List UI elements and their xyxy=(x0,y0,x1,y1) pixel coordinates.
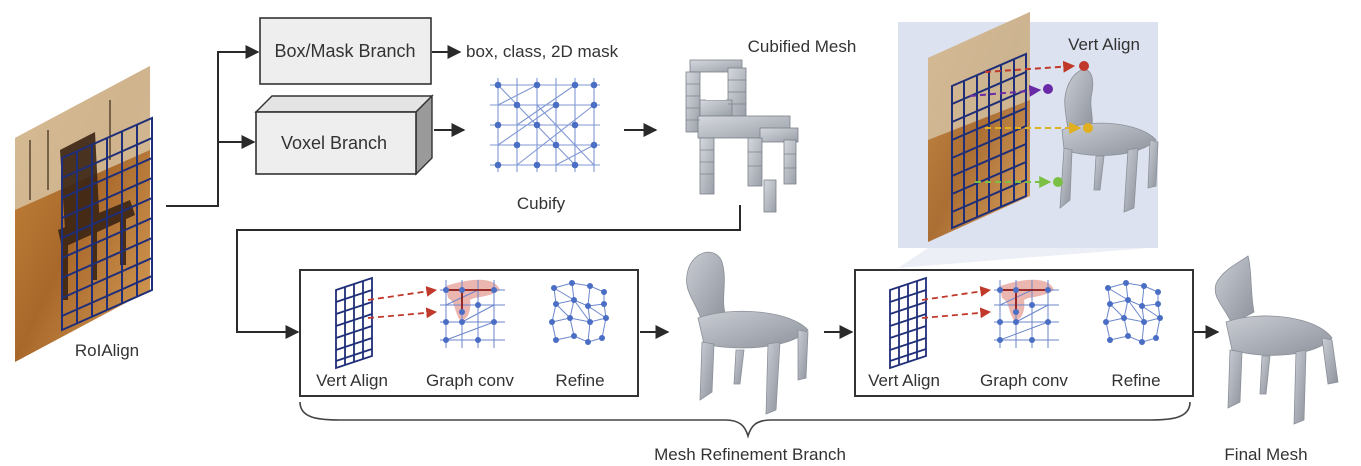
stage1-graph-conv-label: Graph conv xyxy=(426,371,514,390)
stage1-refine-label: Refine xyxy=(555,371,604,390)
box-mask-branch: Box/Mask Branch xyxy=(259,17,432,85)
voxel-chair-hole xyxy=(706,82,726,100)
voxel-branch: Voxel Branch xyxy=(254,94,434,176)
cubify-graph xyxy=(490,78,600,172)
voxel-branch-label: Voxel Branch xyxy=(281,133,387,153)
final-mesh-chair-icon xyxy=(1214,255,1339,425)
refinement-stage-1 xyxy=(299,269,639,397)
stage2-refine-label: Refine xyxy=(1111,371,1160,390)
stage2-graph-conv-label: Graph conv xyxy=(980,371,1068,390)
roi-grid xyxy=(61,116,153,332)
graph-conv-icon xyxy=(994,279,1059,348)
mesh-refinement-branch-label: Mesh Refinement Branch xyxy=(654,445,846,464)
vert-align-inset-label: Vert Align xyxy=(1068,35,1140,54)
graph-conv-icon xyxy=(440,279,505,348)
stage1-vert-align-label: Vert Align xyxy=(316,371,388,390)
refine-icon xyxy=(1103,280,1163,345)
final-mesh-label: Final Mesh xyxy=(1224,445,1307,464)
refinement-connector xyxy=(236,205,741,339)
vert-align-inset xyxy=(898,12,1159,268)
box-mask-outputs: box, class, 2D mask xyxy=(466,42,619,61)
box-mask-branch-label: Box/Mask Branch xyxy=(274,41,415,61)
roi-image xyxy=(15,66,153,362)
mesh-chair-icon xyxy=(686,251,809,415)
feature-grid-icon xyxy=(335,276,373,370)
refinement-stage-2 xyxy=(854,269,1194,397)
refine-icon xyxy=(549,280,609,345)
voxel-chair-icon xyxy=(685,59,799,213)
cubified-mesh-label: Cubified Mesh xyxy=(748,37,857,56)
branch-connectors xyxy=(166,45,260,207)
refinement-bracket xyxy=(299,401,1191,439)
feature-grid-icon xyxy=(889,276,927,370)
stage2-vert-align-label: Vert Align xyxy=(868,371,940,390)
cubify-label: Cubify xyxy=(517,194,566,213)
roialign-label: RoIAlign xyxy=(75,341,139,360)
